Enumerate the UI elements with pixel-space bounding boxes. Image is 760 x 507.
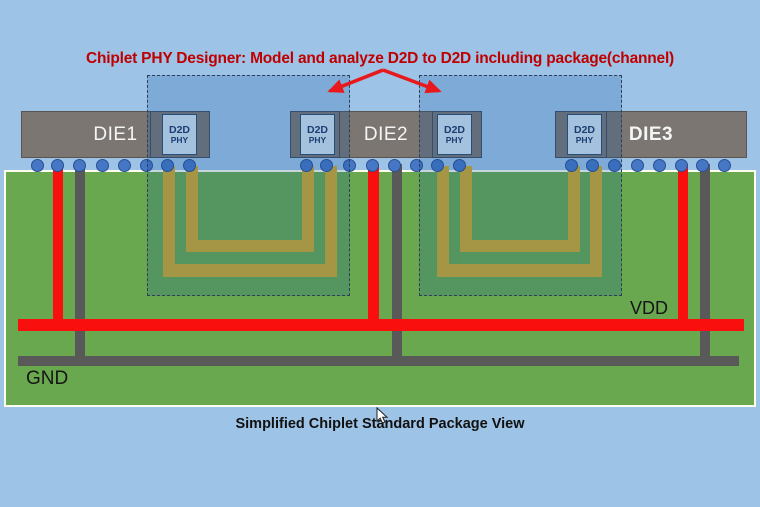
bump xyxy=(320,159,333,172)
phy-label-d2d: D2D xyxy=(306,123,328,136)
package-substrate xyxy=(4,170,756,407)
phy-label-d2d: D2D xyxy=(573,123,595,136)
channel1-inner-trace xyxy=(186,166,314,252)
phy-label-phy: PHY xyxy=(170,134,189,145)
bump xyxy=(431,159,444,172)
phy-label-d2d: D2D xyxy=(168,123,190,136)
bump xyxy=(366,159,379,172)
die1-phy-core: D2D PHY xyxy=(162,114,197,155)
die3-label: DIE3 xyxy=(628,123,674,145)
bump xyxy=(140,159,153,172)
die2-label: DIE2 xyxy=(363,123,409,145)
bump xyxy=(31,159,44,172)
vdd-via-die1 xyxy=(53,164,63,331)
bump xyxy=(586,159,599,172)
vdd-label: VDD xyxy=(630,298,669,318)
bump xyxy=(118,159,131,172)
gnd-via-die1 xyxy=(75,164,85,366)
channel2-outer-trace xyxy=(437,166,602,277)
bump xyxy=(183,159,196,172)
bump xyxy=(388,159,401,172)
mouse-cursor xyxy=(376,407,389,424)
bump xyxy=(410,159,423,172)
die3-phy-core: D2D PHY xyxy=(567,114,602,155)
diagram-title: Chiplet PHY Designer: Model and analyze … xyxy=(85,50,675,67)
gnd-label: GND xyxy=(26,368,69,389)
bump xyxy=(73,159,86,172)
bump xyxy=(718,159,731,172)
vdd-via-die2 xyxy=(368,164,379,331)
gnd-rail xyxy=(18,356,739,366)
gnd-via-die2 xyxy=(392,164,402,366)
bump xyxy=(675,159,688,172)
bump xyxy=(343,159,356,172)
bump xyxy=(161,159,174,172)
bump xyxy=(631,159,644,172)
channel1-outer-trace xyxy=(163,166,337,277)
phy-label-phy: PHY xyxy=(308,134,327,145)
annotation-arrows xyxy=(327,68,442,94)
bump xyxy=(96,159,109,172)
phy-label-phy: PHY xyxy=(445,134,464,145)
die2-left-phy-core: D2D PHY xyxy=(300,114,335,155)
diagram-caption: Simplified Chiplet Standard Package View xyxy=(235,416,525,432)
die1-label: DIE1 xyxy=(93,123,138,145)
bump xyxy=(608,159,621,172)
channel2-inner-trace xyxy=(460,166,580,252)
bump xyxy=(300,159,313,172)
die2-right-phy-core: D2D PHY xyxy=(437,114,472,155)
phy-label-d2d: D2D xyxy=(443,123,465,136)
bump xyxy=(653,159,666,172)
bump xyxy=(565,159,578,172)
vdd-rail xyxy=(18,319,744,331)
phy-label-phy: PHY xyxy=(575,134,594,145)
gnd-via-die3 xyxy=(700,164,710,366)
bump xyxy=(453,159,466,172)
bump xyxy=(696,159,709,172)
bump xyxy=(51,159,64,172)
vdd-via-die3 xyxy=(678,164,688,331)
